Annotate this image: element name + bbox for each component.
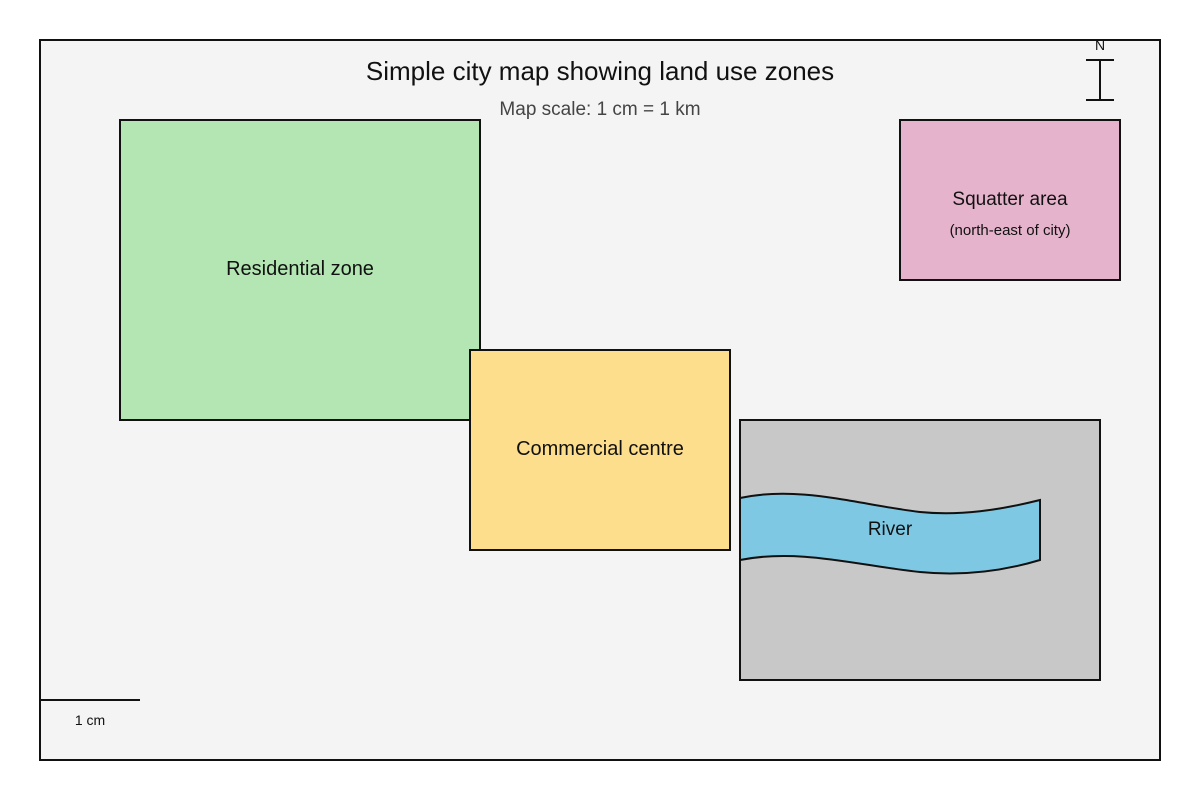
scale-bar-label: 1 cm bbox=[75, 712, 105, 728]
squatter-zone bbox=[899, 119, 1121, 281]
commercial-zone bbox=[469, 349, 731, 551]
map-scale-text: Map scale: 1 cm = 1 km bbox=[499, 99, 700, 120]
north-label: N bbox=[1095, 37, 1105, 53]
river bbox=[739, 492, 1041, 575]
squatter-zone-label: Squatter area bbox=[952, 189, 1068, 210]
residential-zone bbox=[119, 119, 481, 421]
squatter-zone-sublabel: (north-east of city) bbox=[950, 222, 1071, 239]
residential-zone-label: Residential zone bbox=[226, 258, 374, 280]
north-arrow-icon bbox=[1086, 59, 1114, 101]
commercial-zone-label: Commercial centre bbox=[516, 438, 684, 460]
map-title: Simple city map showing land use zones bbox=[366, 56, 834, 86]
river-label: River bbox=[868, 519, 913, 540]
